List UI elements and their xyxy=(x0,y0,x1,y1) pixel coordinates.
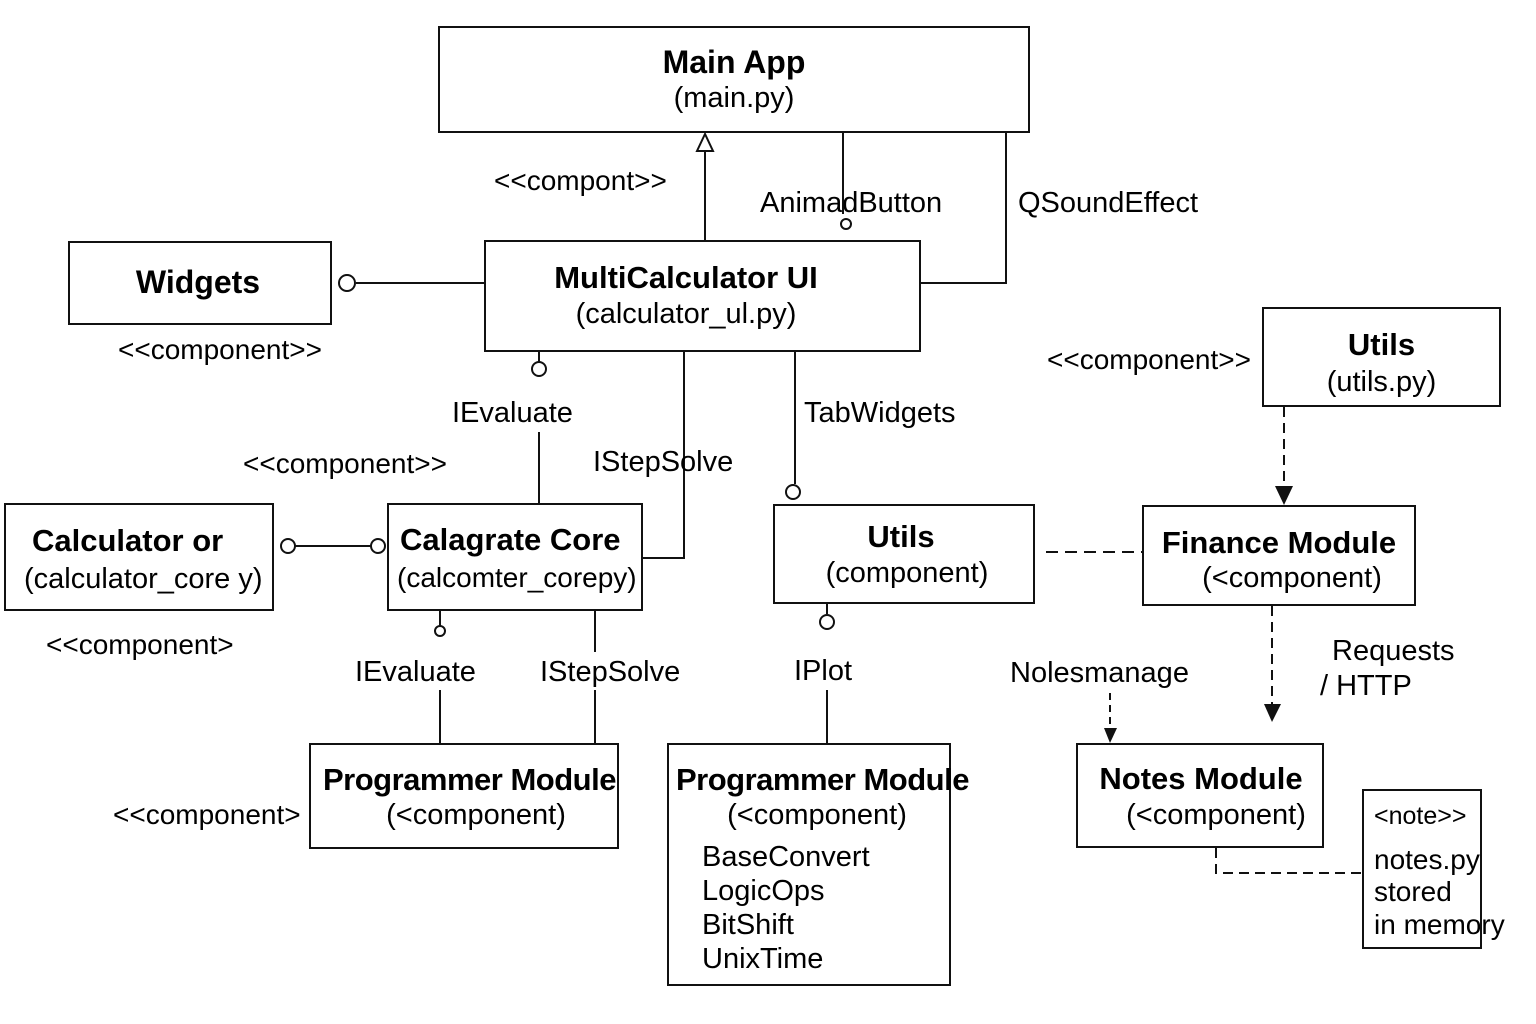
note-stereotype: <note>> xyxy=(1374,802,1467,830)
nolesmanage-label: Nolesmanage xyxy=(1010,657,1189,689)
note-line: in memory xyxy=(1374,909,1505,940)
animad-button-socket xyxy=(840,218,852,230)
iplot-label: IPlot xyxy=(794,655,853,687)
notes-name: Notes Module xyxy=(1099,761,1303,796)
prog-right-box xyxy=(667,743,951,986)
istepsolve-top-label: IStepSolve xyxy=(593,446,734,478)
finance-name: Finance Module xyxy=(1161,525,1397,560)
main-ui-box xyxy=(484,240,921,352)
requests-label: Requests xyxy=(1332,635,1455,667)
utils-mid-name: Utils xyxy=(867,519,935,554)
tabwidgets-socket xyxy=(785,484,801,500)
widgets-stereotype: <<component>> xyxy=(118,334,322,365)
calc-or-stereotype: <<component> xyxy=(46,629,234,660)
prog-right-item: LogicOps xyxy=(702,875,825,907)
prog-left-file: (<component) xyxy=(386,799,566,831)
notes-to-note-dashed xyxy=(1215,848,1362,874)
widgets-name: Widgets xyxy=(135,264,261,300)
main-ui-name: MultiCalculator UI xyxy=(554,260,818,295)
notes-file: (<component) xyxy=(1126,799,1306,831)
prog-right-item: UnixTime xyxy=(702,943,824,975)
utils-top-name: Utils xyxy=(1347,327,1416,362)
iplot-socket xyxy=(819,614,835,630)
ievaluate-bottom-label: IEvaluate xyxy=(355,656,476,688)
prog-left-stereotype: <<component> xyxy=(113,799,301,830)
istepsolve-bottom-label: IStepSolve xyxy=(540,656,681,688)
ievaluate-top-label: IEvaluate xyxy=(452,397,573,429)
qsound-label: QSoundEffect xyxy=(1018,187,1199,219)
prog-left-box xyxy=(309,743,619,849)
compont-label: <<compont>> xyxy=(494,165,667,196)
ievaluate-bottom-socket xyxy=(434,625,446,637)
finance-to-notes-arrowhead xyxy=(1264,704,1281,722)
animad-button-label: AnimadButton xyxy=(760,187,943,219)
tabwidgets-label: TabWidgets xyxy=(804,397,956,429)
calc-or-file: (calculator_core y) xyxy=(24,563,263,595)
main-app-box xyxy=(438,26,1030,133)
widgets-socket xyxy=(338,274,356,292)
http-label: / HTTP xyxy=(1320,670,1412,702)
calc-or-box xyxy=(4,503,274,611)
utils-to-finance-arrowhead xyxy=(1275,486,1293,505)
calagrate-name: Calagrate Core xyxy=(400,522,621,557)
calagrate-box xyxy=(387,503,643,611)
calc-or-socket-a xyxy=(280,538,296,554)
prog-right-item: BaseConvert xyxy=(702,841,870,873)
prog-right-name: Programmer Module xyxy=(676,762,969,797)
notes-box xyxy=(1076,743,1324,848)
qsound-link xyxy=(921,133,1007,284)
utils-mid-box xyxy=(773,504,1035,604)
prog-right-item: BitShift xyxy=(702,909,794,941)
note-line: notes.py xyxy=(1374,844,1480,875)
finance-file: (<component) xyxy=(1202,562,1382,594)
main-app-file: (main.py) xyxy=(673,82,795,114)
calagrate-stereotype: <<component>> xyxy=(243,448,447,479)
generalization-arrowhead xyxy=(695,131,715,152)
utils-top-box xyxy=(1262,307,1501,407)
widgets-box xyxy=(68,241,332,325)
finance-box xyxy=(1142,505,1416,606)
prog-left-name: Programmer Module xyxy=(323,762,616,797)
note-box xyxy=(1362,789,1482,949)
ievaluate-top-socket xyxy=(531,361,547,377)
utils-top-file: (utils.py) xyxy=(1326,366,1437,398)
main-ui-file: (calculator_ul.py) xyxy=(575,298,797,330)
utils-top-stereotype: <<component>> xyxy=(1047,344,1251,375)
main-app-name: Main App xyxy=(662,44,806,80)
note-line: stored xyxy=(1374,876,1452,907)
nolesmanage-arrowhead xyxy=(1104,728,1117,743)
calagrate-file: (calcomter_corepy) xyxy=(397,562,637,593)
calc-or-socket-b xyxy=(370,538,386,554)
utils-mid-file: (component) xyxy=(825,557,989,589)
istepsolve-top-link xyxy=(643,352,685,559)
prog-right-file: (<component) xyxy=(727,799,907,831)
calc-or-name: Calculator or xyxy=(32,523,224,558)
